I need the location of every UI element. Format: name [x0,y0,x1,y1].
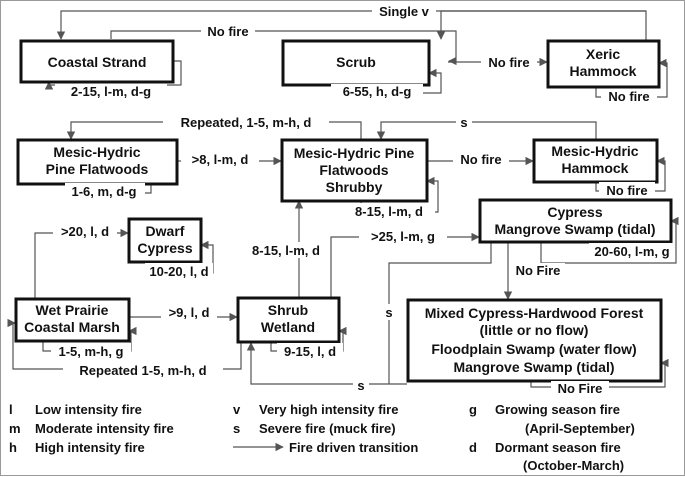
state-label: Hammock [562,160,629,176]
coastal-self-label: 2-15, l-m, d-g [71,84,151,99]
cypress-self-label: 20-60, l-m, g [594,244,669,259]
state-label: Cypress [137,240,192,256]
no-fire-top-label: No fire [207,24,248,39]
state-label: Pine Flatwoods [46,161,149,177]
shrubby-to-hammock-label: No fire [460,152,501,167]
s-top-label: s [460,115,467,130]
legend-m-desc: Moderate intensity fire [35,421,174,436]
state-label: Mesic-Hydric [551,143,638,159]
state-label: Wet Prairie [36,302,109,318]
legend-g-key: g [469,402,477,417]
state-mixed-cypress-hardwood-forest: Mixed Cypress-Hardwood Forest (little or… [406,298,663,383]
legend-l-desc: Low intensity fire [35,402,142,417]
state-label: Coastal Strand [48,54,147,70]
state-dwarf-cypress: Dwarf Cypress [127,217,203,264]
shrubby-self-label: 8-15, l-m, d [355,204,423,219]
repeated-bottom-line [7,318,242,370]
state-label: Mixed Cypress-Hardwood Forest [425,305,644,321]
mh-hammock-self-loop [595,156,666,192]
legend-v-key: v [233,402,241,417]
legend-d-desc: Dormant season fire [495,440,621,455]
legend-l-key: l [9,402,13,417]
state-cypress-mangrove-swamp: Cypress Mangrove Swamp (tidal) [478,198,673,244]
legend-s-key: s [233,421,240,436]
cypress-self-loop [540,216,679,264]
state-label: Flatwoods [319,162,388,178]
shrub-to-shrubby-label: 8-15, l-m, d [252,243,320,258]
state-mesic-hydric-pine-flatwoods: Mesic-Hydric Pine Flatwoods [16,138,179,186]
single-v-line [56,10,647,41]
shrub-self-label: 9-15, l, d [284,344,336,359]
state-label: Cypress [547,204,602,220]
state-mesic-hydric-pine-flatwoods-shrubby: Mesic-Hydric Pine Flatwoods Shrubby [280,138,429,203]
dwarf-self-label: 10-20, l, d [149,264,208,279]
legend-m-key: m [9,421,21,436]
s-bottom-label: s [357,378,364,393]
repeated-bottom-label: Repeated 1-5, m-h, d [79,363,206,378]
state-label: Dwarf [146,223,185,239]
wet-to-shrub-label: >9, l, d [169,305,210,320]
state-label: Hammock [570,63,637,79]
flatwoods-self-label: 1-6, m, d-g [71,184,136,199]
scrub-to-xeric-label: No fire [488,55,529,70]
wet-to-dwarf-line [34,228,129,298]
shrub-to-cypress-label: >25, l-m, g [371,229,435,244]
s-left-line [388,242,492,384]
state-label: Mesic-Hydric [53,144,140,160]
mixed-self-loop [530,358,669,388]
state-label: Mangrove Swamp (tidal) [453,359,614,375]
legend-g-desc: Growing season fire [495,402,620,417]
legend-arrow-desc: Fire driven transition [289,440,418,455]
coastal-self-loop [44,60,182,90]
legend-d-sub: (October-March) [523,458,624,473]
xeric-self-loop [595,58,668,98]
state-label: Scrub [336,54,376,70]
repeated-top-label: Repeated, 1-5, m-h, d [181,115,312,130]
state-label: Floodplain Swamp (water flow) [431,341,636,357]
mixed-self-label: No Fire [558,381,603,396]
legend-g-sub: (April-September) [525,421,635,436]
flatwoods-to-shrubby-label: >8, l-m, d [192,152,249,167]
state-label: Mesic-Hydric Pine [294,145,415,161]
s-left-label: s [385,305,392,320]
state-label: Shrub [268,302,308,318]
legend: l Low intensity fire m Moderate intensit… [9,402,635,473]
xeric-self-label: No fire [608,89,649,104]
state-mesic-hydric-hammock: Mesic-Hydric Hammock [532,138,659,184]
legend-h-desc: High intensity fire [35,440,145,455]
state-label: Shrubby [326,179,383,195]
wet-to-dwarf-label: >20, l, d [61,224,109,239]
state-scrub: Scrub [281,39,431,87]
single-v-label: Single v [379,4,430,19]
wet-self-label: 1-5, m-h, g [58,344,123,359]
scrub-self-label: 6-55, h, d-g [343,84,412,99]
mh-hammock-self-label: No fire [606,183,647,198]
state-label: Xeric [586,46,620,62]
state-label: Mangrove Swamp (tidal) [494,221,655,237]
state-coastal-strand: Coastal Strand [19,39,175,84]
state-wet-prairie-coastal-marsh: Wet Prairie Coastal Marsh [14,297,131,343]
cypress-to-mixed-label: No Fire [516,263,561,278]
s-top-line [376,121,597,140]
shrub-to-cypress-line [330,232,480,297]
legend-h-key: h [9,440,17,455]
legend-v-desc: Very high intensity fire [259,402,398,417]
coastal-to-scrub-line [110,30,457,66]
state-xeric-hammock: Xeric Hammock [546,39,661,89]
state-label: (little or no flow) [480,322,589,338]
state-label: Wetland [261,319,315,335]
legend-d-key: d [469,440,477,455]
state-label: Coastal Marsh [24,319,120,335]
state-shrub-wetland: Shrub Wetland [236,296,341,344]
single-v-to-scrub-line [436,10,646,40]
transition-labels: Single v No fire No fire 2-15, l-m, d-g … [51,3,675,397]
legend-s-desc: Severe fire (muck fire) [259,421,396,436]
